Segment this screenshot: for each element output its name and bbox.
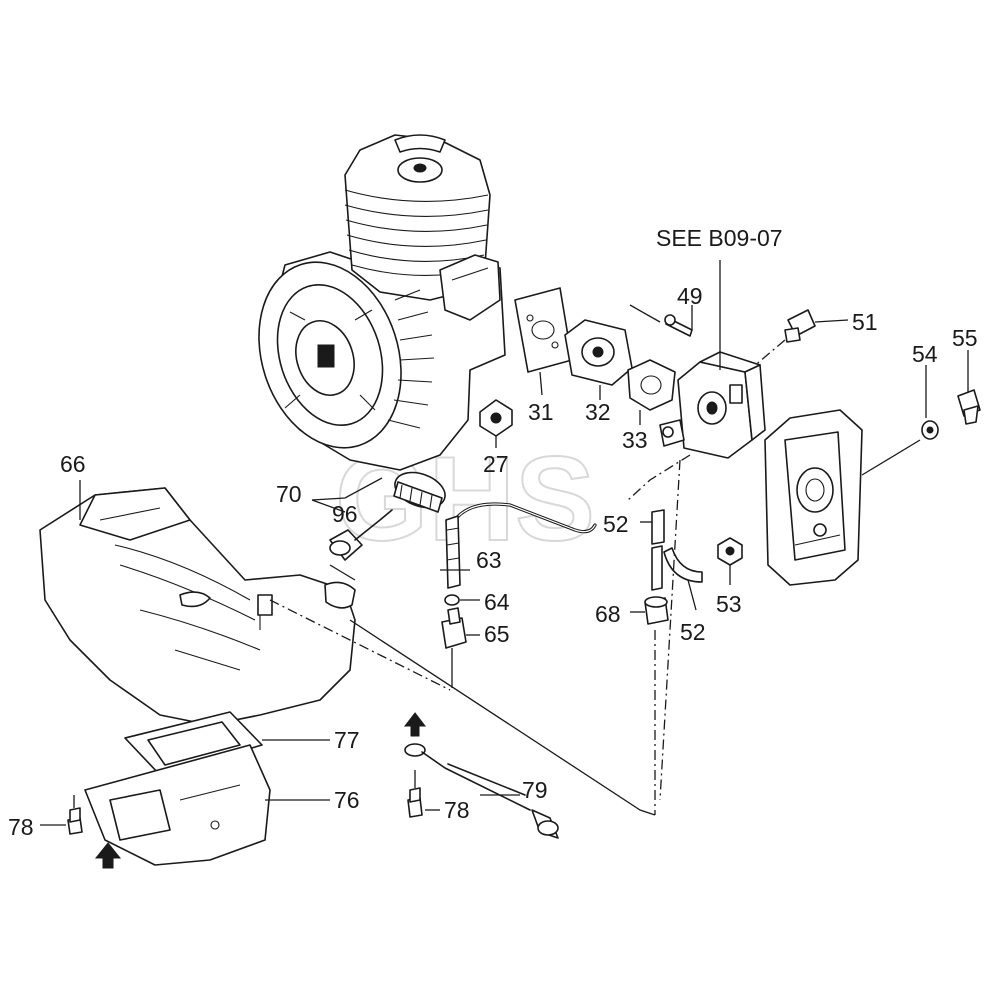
callout-51: 51 — [852, 309, 878, 335]
callout-31: 31 — [528, 399, 554, 425]
callout-79: 79 — [522, 777, 548, 803]
callout-54: 54 — [912, 341, 938, 367]
engine-assembly — [258, 134, 506, 471]
callout-65: 65 — [484, 621, 510, 647]
fuel-line-52-lower — [651, 545, 703, 611]
callout-27: 27 — [483, 451, 509, 477]
nut-53 — [717, 537, 743, 585]
gasket-33 — [627, 359, 676, 411]
routing-line — [659, 459, 681, 801]
callout-63: 63 — [476, 547, 502, 573]
callout-66: 66 — [60, 451, 86, 477]
washer-64 — [444, 594, 460, 606]
callout-32: 32 — [585, 399, 611, 425]
guard-76 — [84, 744, 330, 866]
callout-70: 70 — [276, 481, 302, 507]
fuel-filter-79 — [404, 743, 559, 839]
insulator-32 — [564, 304, 661, 386]
carburetor — [659, 260, 766, 459]
screw-49 — [664, 314, 693, 337]
fuel-tank-66 — [39, 480, 356, 726]
reference-note: SEE B09-07 — [656, 225, 783, 251]
washer-54 — [921, 365, 939, 440]
routing-line — [269, 599, 451, 691]
callout-64: 64 — [484, 589, 510, 615]
callout-53: 53 — [716, 591, 742, 617]
callout-68: 68 — [595, 601, 621, 627]
fuel-line-52-upper — [640, 509, 665, 545]
callout-49: 49 — [677, 283, 703, 309]
routing-line — [627, 454, 691, 501]
callout-77: 77 — [334, 727, 360, 753]
bolt-78-left — [67, 795, 83, 835]
routing-line — [349, 619, 656, 816]
callout-55: 55 — [952, 325, 978, 351]
callout-96: 96 — [332, 501, 358, 527]
callout-52-upper: 52 — [603, 511, 629, 537]
callout-33: 33 — [622, 427, 648, 453]
bolt-78-center — [407, 770, 423, 818]
nut-27 — [479, 399, 513, 448]
grommet-68 — [644, 596, 669, 625]
tank-cap-70 — [393, 471, 446, 513]
arrow-up-icon — [94, 842, 122, 869]
air-cleaner-base — [764, 409, 921, 586]
nut-55 — [957, 350, 981, 425]
gasket-31 — [514, 287, 573, 373]
fuel-pickup-96 — [329, 509, 393, 561]
gasket-77 — [124, 711, 330, 776]
callout-leaders — [40, 305, 849, 826]
fitting-65 — [441, 607, 467, 688]
callout-76: 76 — [334, 787, 360, 813]
callout-78-left: 78 — [8, 814, 34, 840]
callout-52-lower: 52 — [680, 619, 706, 645]
arrow-up-icon — [403, 712, 427, 737]
callout-78-center: 78 — [444, 797, 470, 823]
